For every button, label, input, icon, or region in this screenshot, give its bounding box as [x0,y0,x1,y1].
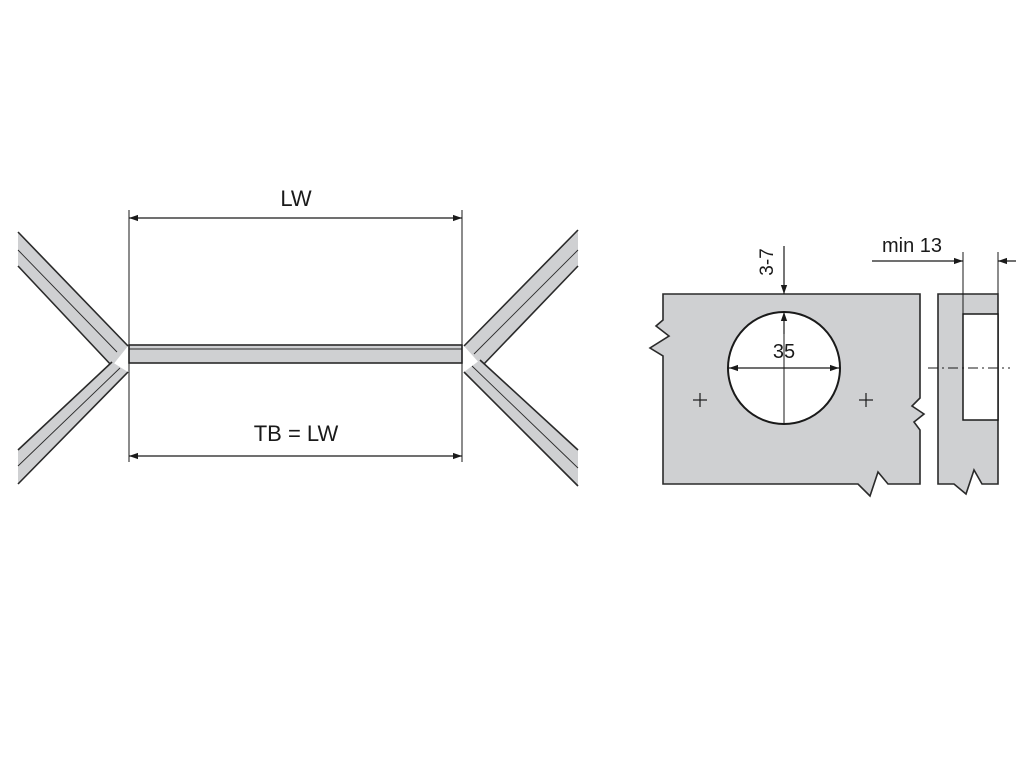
side-section-bore-pocket [962,313,999,421]
left-diagram: LW TB = LW [17,186,579,487]
edge-distance-label: min 13 [882,235,942,257]
right-lower-angled-panel [463,359,579,487]
bore-diameter-label: 35 [773,341,795,363]
right-diagram: 35 3-7 min 13 [648,235,1016,498]
center-flat-panel [128,344,463,364]
screw-hole-right [859,393,873,407]
bore-depth-label: 3-7 [757,248,778,275]
top-dimension-label: LW [280,186,312,211]
right-upper-angled-panel [463,229,579,367]
left-lower-angled-panel [17,361,129,485]
screw-hole-left [693,393,707,407]
left-upper-angled-panel [17,231,129,367]
bottom-dimension-label: TB = LW [254,421,339,446]
